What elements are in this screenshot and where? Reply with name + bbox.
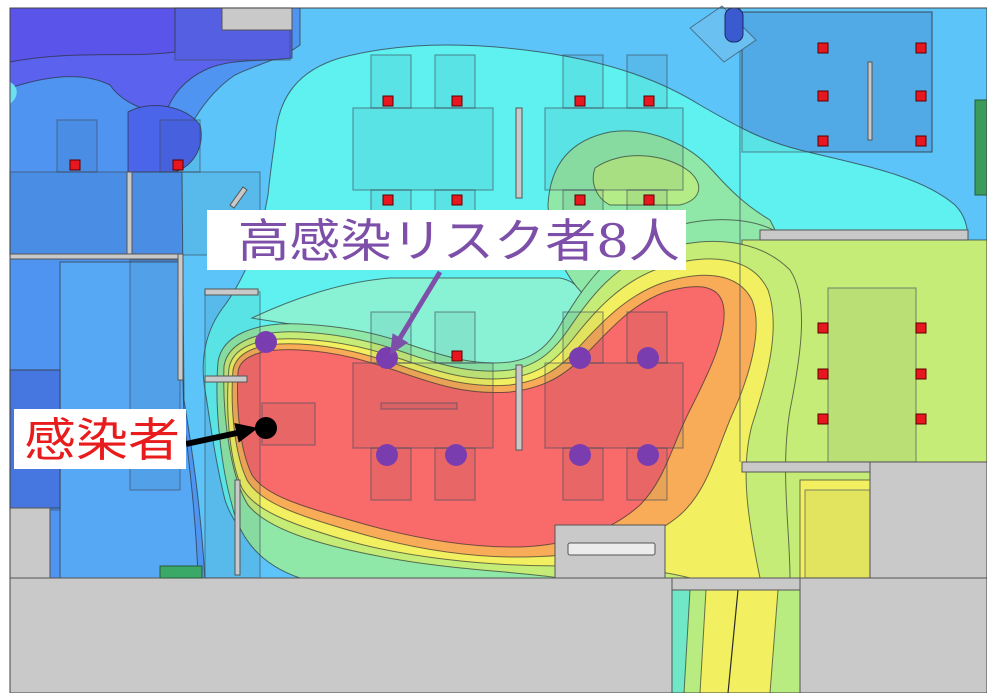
right-edge-green-panel [974,99,987,196]
infected-arrow-head [234,423,258,443]
occupant-marker [69,159,81,171]
high-risk-person-marker [376,444,398,466]
infected-arrow-shaft [185,430,238,447]
left-small-partition-upper [204,288,259,296]
occupant-marker [915,42,927,54]
top-rotated-vent [689,5,757,63]
top-vent-pill [724,7,744,43]
corridor-door-header [671,577,801,591]
occupant-marker [915,135,927,147]
contour-indigo-corner-zone [9,7,176,63]
occupant-marker [451,194,463,206]
desk-outline [544,362,684,449]
contour-cyan-edge-patch [10,82,17,104]
high-risk-arrow-shaft [397,270,443,340]
chair-outline [370,54,412,109]
bottom-left-green-panel [159,565,203,579]
occupant-marker [817,90,829,102]
high-risk-label: 高感染リスク者8人 [238,214,680,268]
occupant-marker [915,413,927,425]
high-risk-callout: 高感染リスク者8人 [207,210,686,270]
occupant-marker [817,368,829,380]
bottom-center-cabinet-handle [567,542,656,556]
occupant-marker [915,322,927,334]
occupant-marker [915,368,927,380]
occupant-marker [817,322,829,334]
right-lower-shelf [741,461,871,473]
occupant-marker [451,95,463,107]
occupant-marker [172,159,184,171]
lower-left-partition [234,479,241,576]
high-risk-markers [255,331,659,466]
bottom-wall-left [9,577,673,693]
desk-outline [352,362,494,449]
center-partition-bottom [515,364,523,451]
bottom-wall-right [799,577,987,693]
infected-arrow [185,423,258,447]
top-wall-block [221,7,293,31]
desk-inner-bar-outline [380,402,458,410]
occupant-marker [915,90,927,102]
corridor-contour-line [727,589,739,693]
high-risk-person-marker [637,347,659,369]
occupant-marker [817,42,829,54]
left-horizontal-wall [9,253,181,260]
top-right-divider [867,61,873,141]
desk-outline [544,107,684,191]
infected-person-marker [255,417,277,439]
diagonal-partition [229,186,248,209]
occupant-marker [643,95,655,107]
contour-red-high-concentration-zone [237,286,725,548]
high-risk-arrow-head [390,333,408,355]
high-risk-person-marker [569,347,591,369]
left-partition-vertical [126,171,133,259]
high-risk-person-marker [569,444,591,466]
left-vertical-wall [177,253,184,381]
right-upper-shelf [759,229,969,241]
occupant-marker [817,413,829,425]
contour-yellow-green-upper-patch [592,155,700,206]
left-bottom-wall-block [9,507,51,579]
high-risk-label-box [207,210,686,270]
infected-label: 感染者 [24,413,180,467]
left-small-partition-lower [204,375,248,383]
map-frame [9,7,987,693]
high-risk-arrow [390,270,443,355]
bottom-right-wall-block [869,461,987,579]
occupant-marker [451,350,463,362]
infected-label-box [14,409,186,469]
walls-layer [9,5,987,693]
cabinet-outline [804,489,871,579]
desk-outline [741,11,933,153]
occupant-markers [69,42,927,425]
occupant-marker [382,194,394,206]
occupant-marker [382,95,394,107]
desk-outline [827,287,917,463]
high-risk-person-marker [445,444,467,466]
occupant-marker [643,194,655,206]
occupant-marker [574,95,586,107]
corridor-contour-yellow [699,589,779,693]
desk-outline [352,107,494,191]
occupant-marker [574,194,586,206]
high-risk-person-marker [255,331,277,353]
high-risk-person-marker [637,444,659,466]
center-partition-top [515,107,523,199]
occupant-marker [817,135,829,147]
infected-callout: 感染者 [14,409,186,469]
